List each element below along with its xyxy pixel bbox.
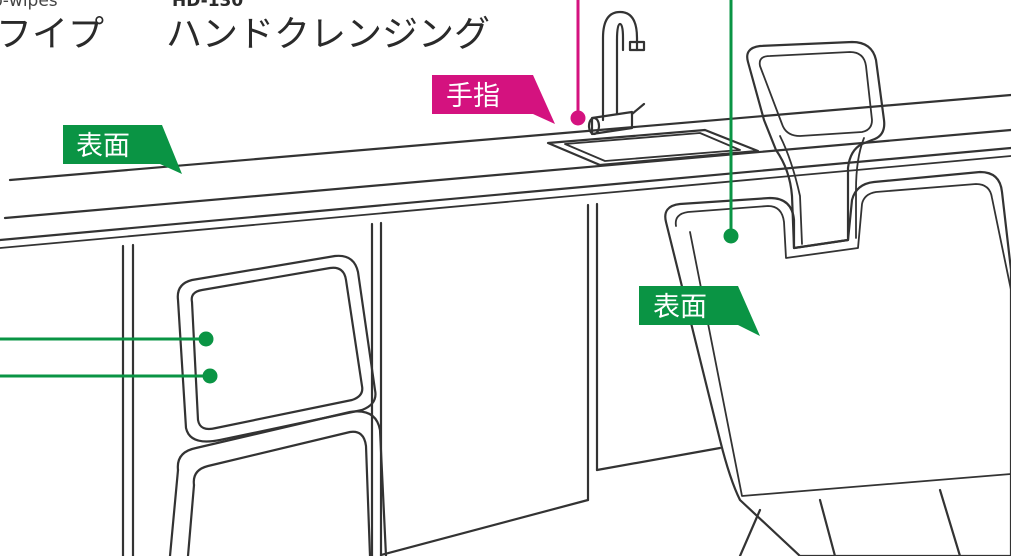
product-name-right: ハンドクレンジング bbox=[166, 14, 490, 55]
label-surface-right: 表面 bbox=[639, 286, 760, 336]
green-leader-right bbox=[723, 0, 739, 244]
label-fingers: 手指 bbox=[432, 75, 555, 124]
marker-dot bbox=[198, 331, 214, 347]
marker-dot bbox=[570, 110, 586, 126]
magenta-leader bbox=[570, 0, 586, 126]
faucet bbox=[587, 10, 646, 136]
marker-dot bbox=[202, 368, 218, 384]
sink bbox=[546, 128, 760, 167]
marker-dot bbox=[723, 228, 739, 244]
right-chair bbox=[664, 40, 1011, 556]
product-code-right: HD-130 bbox=[172, 0, 243, 11]
label-surface-right-text: 表面 bbox=[653, 292, 707, 323]
cabinet-panels bbox=[121, 202, 722, 556]
green-leaders-left bbox=[0, 331, 218, 384]
label-surface-left-text: 表面 bbox=[76, 131, 130, 162]
left-chair bbox=[168, 254, 388, 556]
label-surface-left: 表面 bbox=[63, 125, 182, 174]
product-name-left: フイプ bbox=[0, 14, 104, 55]
product-subtitle-left: p-wipes bbox=[0, 0, 58, 11]
label-fingers-text: 手指 bbox=[446, 81, 500, 112]
